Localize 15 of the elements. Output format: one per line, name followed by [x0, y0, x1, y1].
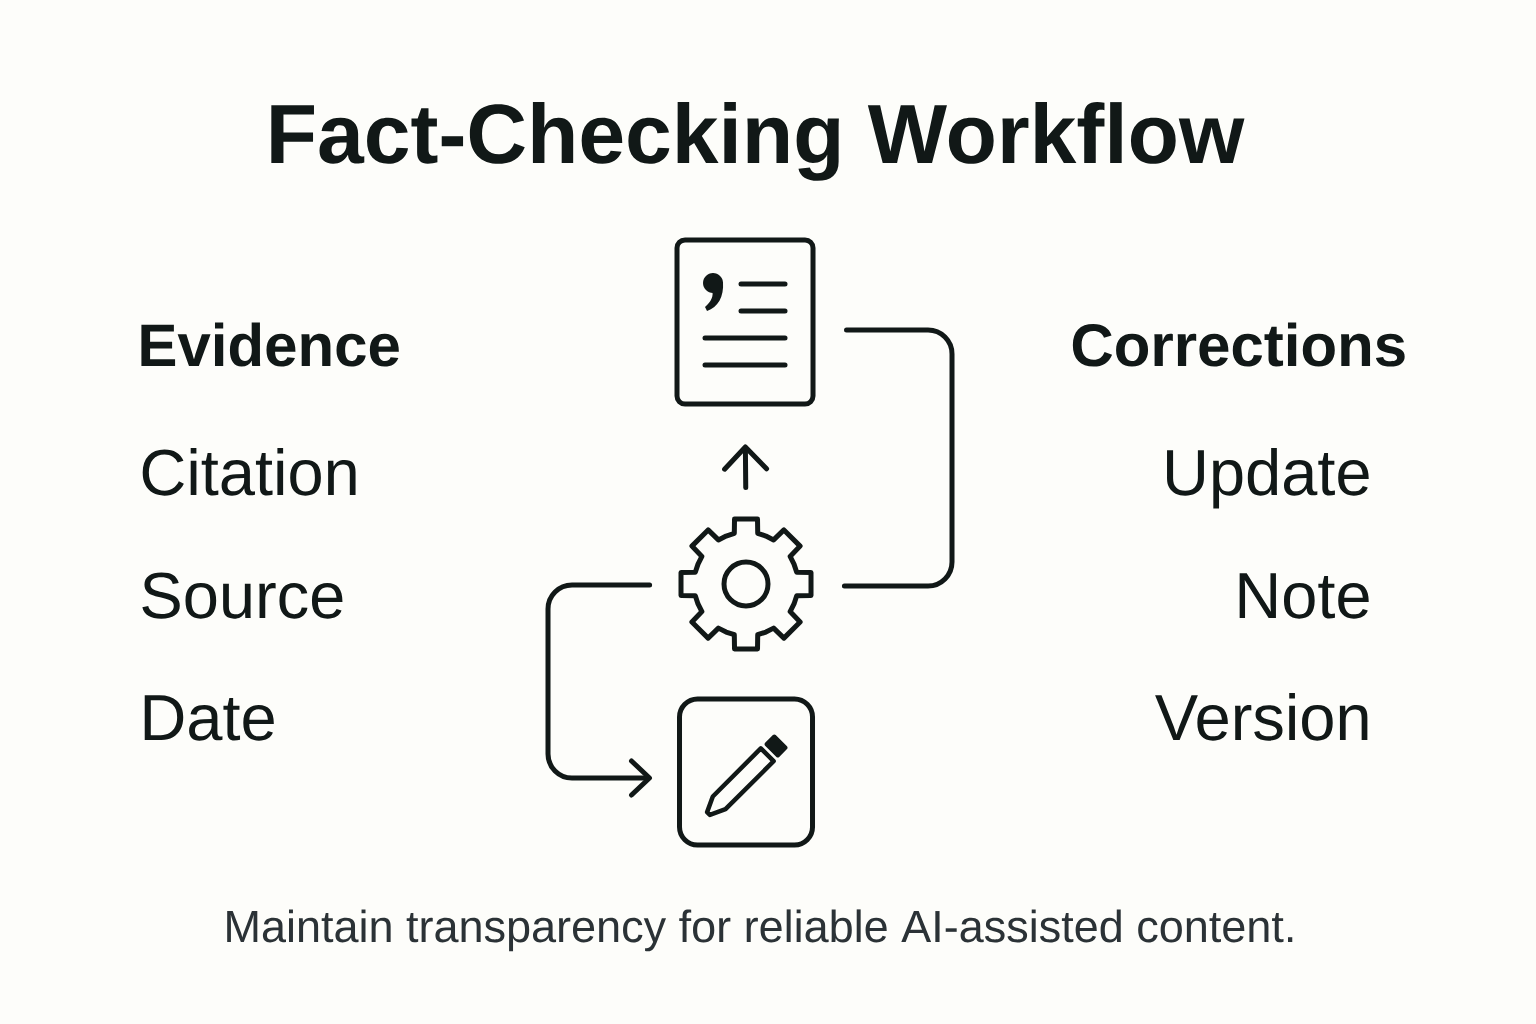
gear-icon — [678, 516, 814, 652]
list-item: Source — [142, 572, 343, 619]
title: Fact-Checking Workflow — [271, 102, 1245, 181]
list-item: Citation — [142, 447, 356, 496]
edit-icon — [677, 696, 815, 848]
list-item: Date — [144, 695, 274, 741]
column-heading: Corrections — [1072, 322, 1405, 367]
column-heading: Evidence — [141, 322, 399, 367]
list-item: Update — [1167, 447, 1369, 509]
list-item: Note — [1239, 573, 1369, 619]
document-icon — [674, 237, 816, 407]
connector-line — [841, 327, 955, 589]
caption: Maintain transparency for reliable AI-assisted content. — [227, 909, 1293, 952]
list-item: Version — [1155, 692, 1368, 741]
arrow — [545, 582, 653, 798]
